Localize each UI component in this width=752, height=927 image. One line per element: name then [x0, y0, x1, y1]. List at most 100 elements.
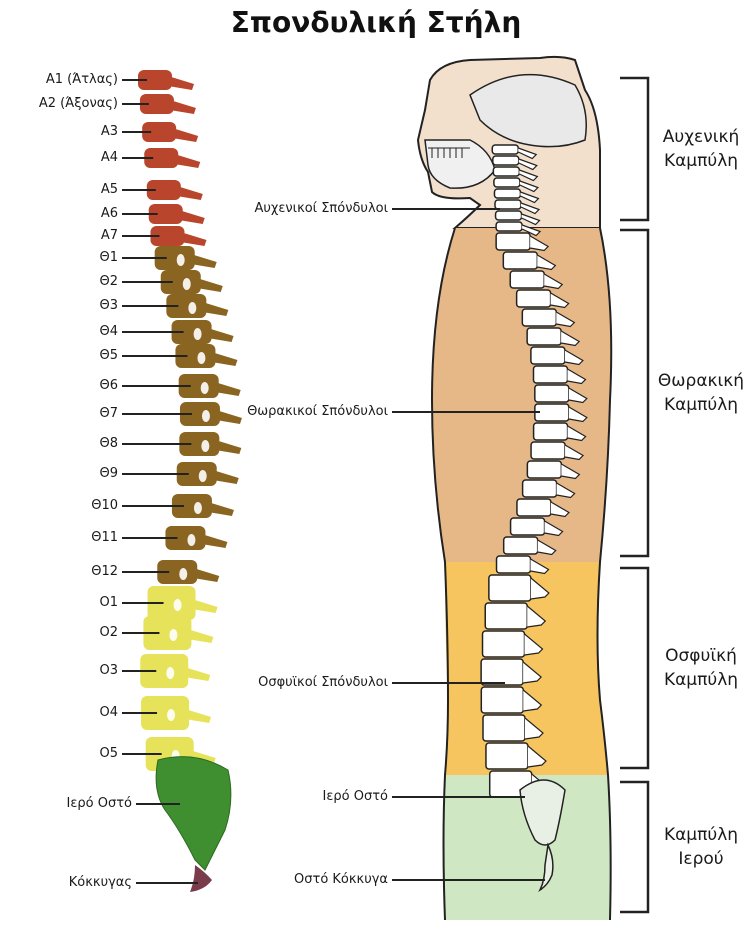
left-label: Ο3 [99, 663, 118, 679]
left-label: Α7 [101, 228, 118, 244]
left-vertebra-foramen [202, 410, 210, 422]
region-label-line1: Καμπύλη [656, 823, 746, 847]
left-vertebra-foramen [183, 278, 191, 290]
right-vertebra [517, 499, 551, 516]
left-vertebra-process [213, 470, 239, 484]
right-label: Οστό Κόκκυγα [294, 872, 388, 888]
region-label-line1: Οσφυϊκή [656, 644, 746, 668]
left-label: Θ6 [99, 378, 118, 394]
right-vertebra [494, 178, 520, 187]
left-vertebra-foramen [166, 667, 174, 679]
right-vertebra [495, 200, 521, 209]
left-vertebra-process [168, 76, 194, 90]
left-vertebra-process [177, 186, 203, 200]
right-vertebra [534, 423, 568, 440]
right-vertebra [523, 480, 557, 497]
left-label: Α5 [101, 182, 118, 198]
left-vertebra-foramen [188, 302, 196, 314]
right-vertebra [496, 222, 522, 231]
left-label: Θ8 [99, 436, 118, 452]
right-vertebra [522, 309, 556, 326]
right-vertebra [486, 743, 528, 769]
right-vertebra [531, 347, 565, 364]
left-vertebra-process [197, 278, 223, 292]
right-vertebra [485, 603, 527, 629]
right-label: Θωρακικοί Σπόνδυλοι [247, 404, 388, 420]
left-vertebra-foramen [194, 502, 202, 514]
left-vertebra-process [180, 232, 206, 246]
right-vertebra [481, 659, 523, 685]
left-label: Θ10 [91, 498, 118, 514]
left-vertebra-foramen [179, 568, 187, 580]
left-sacrum [156, 757, 231, 870]
left-label: Θ9 [99, 466, 118, 482]
left-label: Ο1 [99, 595, 118, 611]
region-label-line2: Ιερού [656, 847, 746, 871]
right-vertebra [510, 271, 544, 288]
region-label: ΟσφυϊκήΚαμπύλη [656, 644, 746, 692]
left-vertebra-process [208, 502, 234, 516]
region-bracket [620, 78, 648, 220]
left-label: Θ12 [91, 564, 118, 580]
right-vertebra [494, 189, 520, 198]
right-label: Ιερό Οστό [323, 789, 388, 805]
left-vertebra-foramen [177, 254, 185, 266]
left-label: Α4 [101, 150, 118, 166]
right-vertebra [531, 442, 565, 459]
right-vertebra [481, 687, 523, 713]
left-vertebra-process [216, 410, 242, 424]
right-label: Αυχενικοί Σπόνδυλοι [254, 201, 388, 217]
left-label: Θ2 [99, 274, 118, 290]
right-vertebra [533, 366, 567, 383]
region-label-line1: Θωρακική [656, 369, 746, 393]
left-label: Κόκκυγας [69, 875, 132, 891]
region-brackets [620, 78, 648, 912]
left-vertebra-process [215, 382, 241, 396]
right-vertebra [496, 233, 530, 250]
left-vertebra-process [191, 254, 217, 268]
right-vertebra [535, 385, 569, 402]
right-vertebra [503, 252, 537, 269]
right-vertebra [511, 518, 545, 535]
left-label: Θ1 [99, 250, 118, 266]
left-vertebra-process [174, 154, 200, 168]
right-vertebra [527, 461, 561, 478]
left-label: Ο4 [99, 705, 118, 721]
right-vertebra [492, 145, 518, 154]
left-coccyx [190, 865, 212, 892]
left-label: Α3 [101, 124, 118, 140]
left-label: Θ11 [91, 530, 118, 546]
region-bracket [620, 230, 648, 556]
left-vertebra-process [215, 440, 241, 454]
left-vertebra-foramen [201, 382, 209, 394]
right-vertebra [497, 556, 531, 573]
left-label: Θ5 [99, 348, 118, 364]
left-vertebra-foramen [174, 599, 182, 611]
right-vertebra [483, 631, 525, 657]
left-label: Ο2 [99, 625, 118, 641]
right-vertebra [517, 290, 551, 307]
left-vertebra-foramen [169, 629, 177, 641]
left-vertebra-foramen [201, 440, 209, 452]
left-label: Ιερό Οστό [67, 796, 132, 812]
left-vertebra-foramen [197, 352, 205, 364]
region-bracket [620, 568, 648, 768]
left-vertebra-foramen [199, 470, 207, 482]
right-vertebra [483, 715, 525, 741]
left-vertebra-foramen [167, 709, 175, 721]
left-vertebra-process [172, 128, 198, 142]
left-label: Θ3 [99, 298, 118, 314]
left-label: Θ4 [99, 324, 118, 340]
right-vertebra [493, 156, 519, 165]
right-vertebra [496, 211, 522, 220]
left-vertebra-process [179, 210, 205, 224]
region-label-line2: Καμπύλη [656, 149, 746, 173]
left-vertebra-process [208, 328, 234, 342]
left-label: Θ7 [99, 406, 118, 422]
left-label: Α2 (Άξονας) [39, 96, 118, 112]
left-spine [138, 70, 242, 771]
right-vertebra [493, 167, 519, 176]
